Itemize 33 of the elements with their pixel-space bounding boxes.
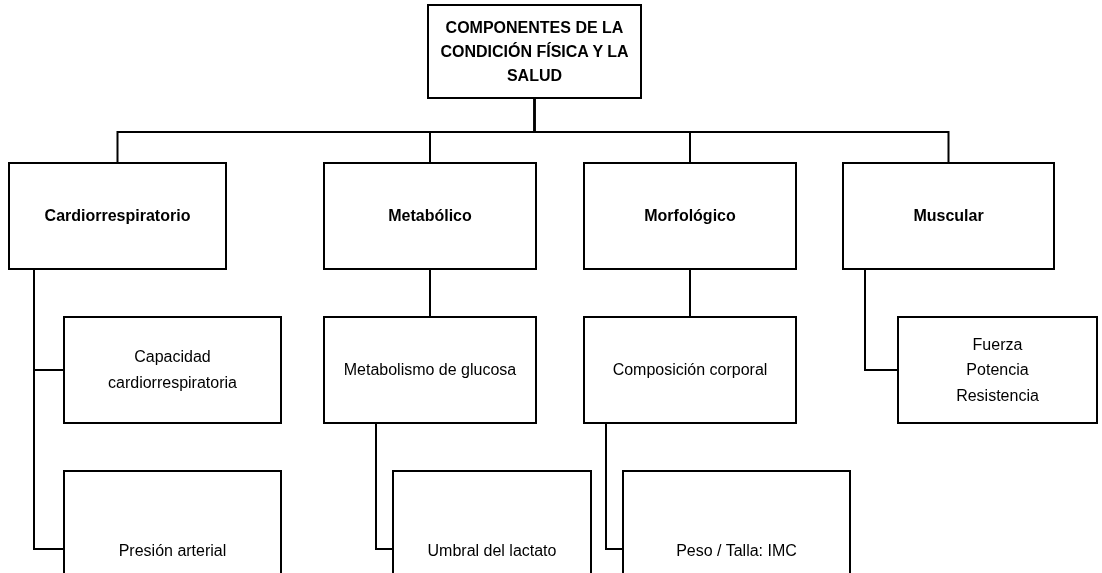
heading-text: Cardiorrespiratorio <box>43 206 192 226</box>
category-box <box>323 162 537 270</box>
component-box <box>583 316 797 424</box>
connector-line <box>429 269 431 317</box>
component-box <box>897 316 1098 424</box>
heading-text: Muscular <box>912 206 985 226</box>
label-text: Umbral del lactato <box>426 541 558 561</box>
title-box <box>427 4 642 99</box>
component-box <box>392 470 592 573</box>
connector-line <box>605 423 623 550</box>
component-box <box>63 470 282 573</box>
label-text: Peso / Talla: IMC <box>675 541 798 561</box>
label-text: Fuerza <box>971 334 1024 355</box>
label-text: Resistencia <box>955 385 1040 406</box>
heading-text: COMPONENTES DE LA CONDICIÓN FÍSICA Y LA SALUD <box>439 17 630 86</box>
connector-line <box>33 269 64 550</box>
heading-text: Morfológico <box>643 206 737 226</box>
connector-line <box>689 269 691 317</box>
component-box <box>622 470 851 573</box>
category-box <box>583 162 797 270</box>
connector-line <box>533 98 950 163</box>
category-box <box>842 162 1055 270</box>
component-box <box>63 316 282 424</box>
label-text: Metabolismo de glucosa <box>342 360 518 381</box>
heading-text: Metabólico <box>387 206 473 226</box>
connector-line <box>375 423 393 550</box>
label-text: Capacidad cardiorrespiratoria <box>107 347 238 393</box>
label-text: Composición corporal <box>611 360 769 381</box>
label-text: Potencia <box>965 360 1030 381</box>
component-box <box>323 316 537 424</box>
label-text: Presión arterial <box>117 541 228 561</box>
connector-line <box>864 269 898 371</box>
category-box <box>8 162 227 270</box>
